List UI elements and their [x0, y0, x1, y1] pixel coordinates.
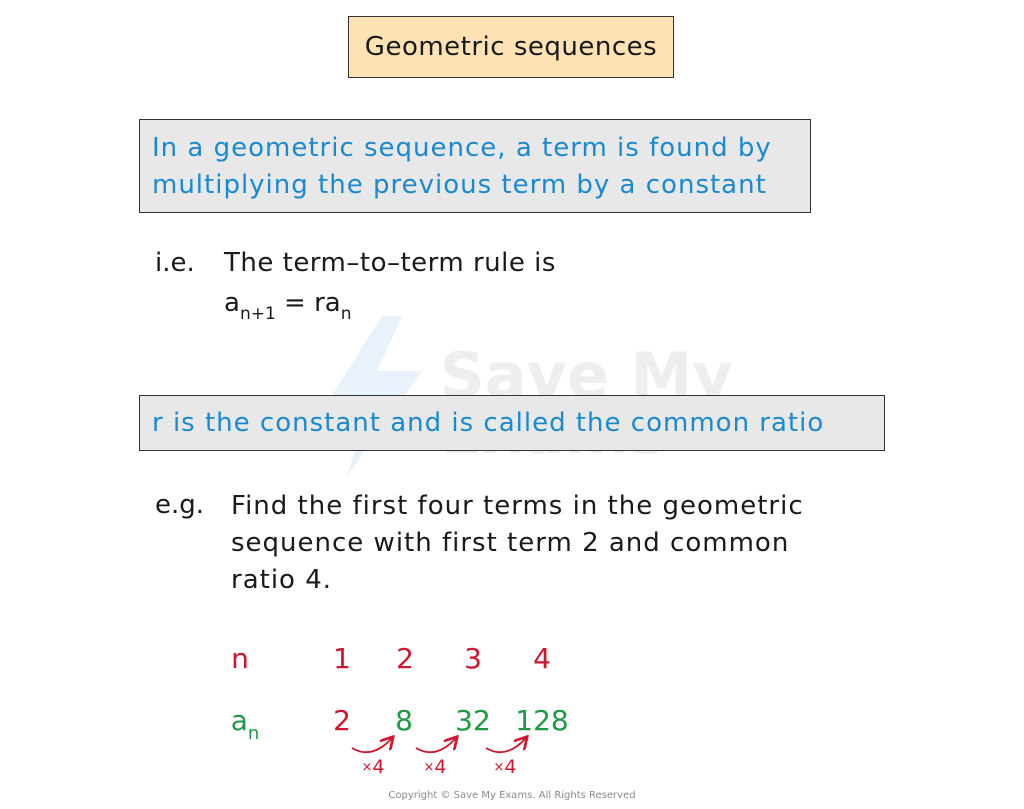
formula-rhs: ra: [314, 288, 341, 318]
an-row-label: an: [231, 704, 260, 744]
n-value: 2: [396, 642, 414, 675]
n-row-label: n: [231, 642, 249, 675]
an-value: 128: [515, 704, 569, 737]
formula-equals: =: [284, 288, 306, 318]
arrow-3: [485, 738, 526, 754]
n-value: 4: [533, 642, 551, 675]
common-ratio-box: r is the constant and is called the comm…: [139, 395, 885, 451]
multiply-icon: ×: [493, 760, 505, 775]
formula-lhs: a: [224, 288, 240, 318]
multiply-icon: ×: [423, 760, 435, 775]
example-question: Find the first four terms in the geometr…: [231, 488, 891, 599]
ie-label: i.e.: [155, 248, 195, 278]
an-value: 8: [395, 704, 413, 737]
example-line: ratio 4.: [231, 565, 333, 595]
an-value: 32: [455, 704, 491, 737]
multiplier-label: ×4: [493, 756, 517, 778]
rule-text: The term–to–term rule is: [224, 248, 556, 278]
arrow-2: [415, 738, 456, 754]
example-line: sequence with first term 2 and common: [231, 528, 790, 558]
definition-text: In a geometric sequence, a term is found…: [152, 133, 772, 200]
copyright-notice: Copyright © Save My Exams. All Rights Re…: [388, 790, 636, 801]
n-value: 1: [333, 642, 351, 675]
multiplier-label: ×4: [423, 756, 447, 778]
n-value: 3: [464, 642, 482, 675]
an-label-base: a: [230, 704, 248, 737]
example-line: Find the first four terms in the geometr…: [231, 491, 804, 521]
formula-rhs-subscript: n: [340, 304, 352, 324]
an-value-first: 2: [333, 704, 351, 737]
page-title-text: Geometric sequences: [364, 32, 658, 62]
multiply-icon: ×: [361, 760, 373, 775]
eg-label: e.g.: [155, 490, 205, 520]
an-label-subscript: n: [247, 723, 260, 744]
formula-lhs-subscript: n+1: [239, 304, 276, 324]
arrow-1: [351, 738, 392, 754]
recurrence-formula: an+1 = ran: [224, 288, 352, 324]
definition-box: In a geometric sequence, a term is found…: [139, 119, 811, 213]
multiplier-label: ×4: [361, 756, 385, 778]
common-ratio-text: r is the constant and is called the comm…: [152, 408, 825, 438]
page-title: Geometric sequences: [348, 16, 674, 78]
